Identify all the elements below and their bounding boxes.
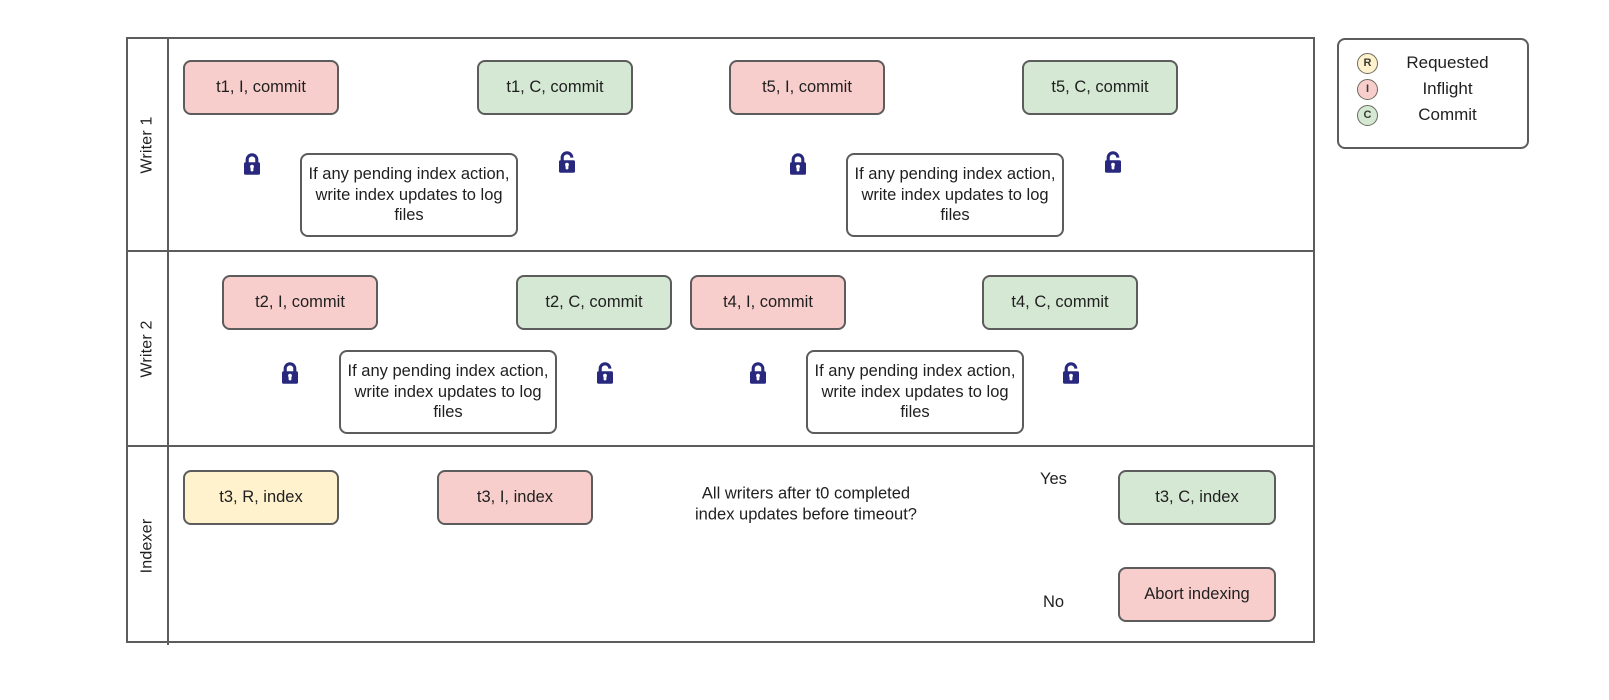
legend-row-commit: C Commit (1357, 102, 1513, 128)
legend-row-requested: R Requested (1357, 50, 1513, 76)
node-w2-t4-commit[interactable]: t4, C, commit (982, 275, 1138, 330)
node-w1-t5-commit[interactable]: t5, C, commit (1022, 60, 1178, 115)
node-w2-process-b[interactable]: If any pending index action, write index… (806, 350, 1024, 434)
legend-label-inflight: Inflight (1422, 79, 1473, 98)
node-w2-t2-inflight[interactable]: t2, I, commit (222, 275, 378, 330)
node-w2-t2-commit[interactable]: t2, C, commit (516, 275, 672, 330)
node-indexer-t3-commit[interactable]: t3, C, index (1118, 470, 1276, 525)
lock-open-icon (597, 362, 613, 384)
legend-panel: R Requested I Inflight C Commit (1337, 38, 1529, 149)
lane-header-writer-1: Writer 1 (128, 39, 169, 250)
lane-label-writer-2: Writer 2 (138, 319, 156, 378)
legend-row-inflight: I Inflight (1357, 76, 1513, 102)
swimlane-container: Writer 1 Writer 2 Indexer (126, 37, 1315, 645)
edge-label-yes: Yes (1040, 470, 1067, 488)
lock-closed-icon (244, 153, 260, 175)
node-w2-t4-inflight[interactable]: t4, I, commit (690, 275, 846, 330)
legend-badge-commit-icon: C (1357, 104, 1378, 126)
lock-closed-icon (282, 362, 298, 384)
node-w1-process-b[interactable]: If any pending index action, write index… (846, 153, 1064, 237)
node-indexer-t3-requested[interactable]: t3, R, index (183, 470, 339, 525)
node-abort-indexing[interactable]: Abort indexing (1118, 567, 1276, 622)
node-w2-process-a[interactable]: If any pending index action, write index… (339, 350, 557, 434)
legend-label-requested: Requested (1406, 53, 1489, 72)
lane-writer-1: Writer 1 (128, 39, 1313, 252)
lock-open-icon (1063, 362, 1079, 384)
decision-label: All writers after t0 completed index upd… (695, 484, 917, 524)
lock-closed-icon (750, 362, 766, 384)
node-w1-t1-commit[interactable]: t1, C, commit (477, 60, 633, 115)
legend-label-commit: Commit (1418, 105, 1477, 124)
edge-label-no: No (1043, 593, 1065, 611)
legend-badge-inflight-icon: I (1357, 78, 1378, 100)
lock-open-icon (559, 151, 575, 173)
lock-open-icon (1105, 151, 1121, 173)
node-w1-t5-inflight[interactable]: t5, I, commit (729, 60, 885, 115)
lane-label-indexer: Indexer (138, 518, 156, 574)
lane-header-indexer: Indexer (128, 447, 169, 645)
node-w1-t1-inflight[interactable]: t1, I, commit (183, 60, 339, 115)
node-indexer-t3-inflight[interactable]: t3, I, index (437, 470, 593, 525)
lane-label-writer-1: Writer 1 (138, 115, 156, 174)
node-w1-process-a[interactable]: If any pending index action, write index… (300, 153, 518, 237)
lane-indexer: Indexer (128, 447, 1313, 645)
legend-badge-requested-icon: R (1357, 52, 1378, 74)
lock-closed-icon (790, 153, 806, 175)
lane-header-writer-2: Writer 2 (128, 252, 169, 445)
lane-writer-2: Writer 2 (128, 252, 1313, 447)
